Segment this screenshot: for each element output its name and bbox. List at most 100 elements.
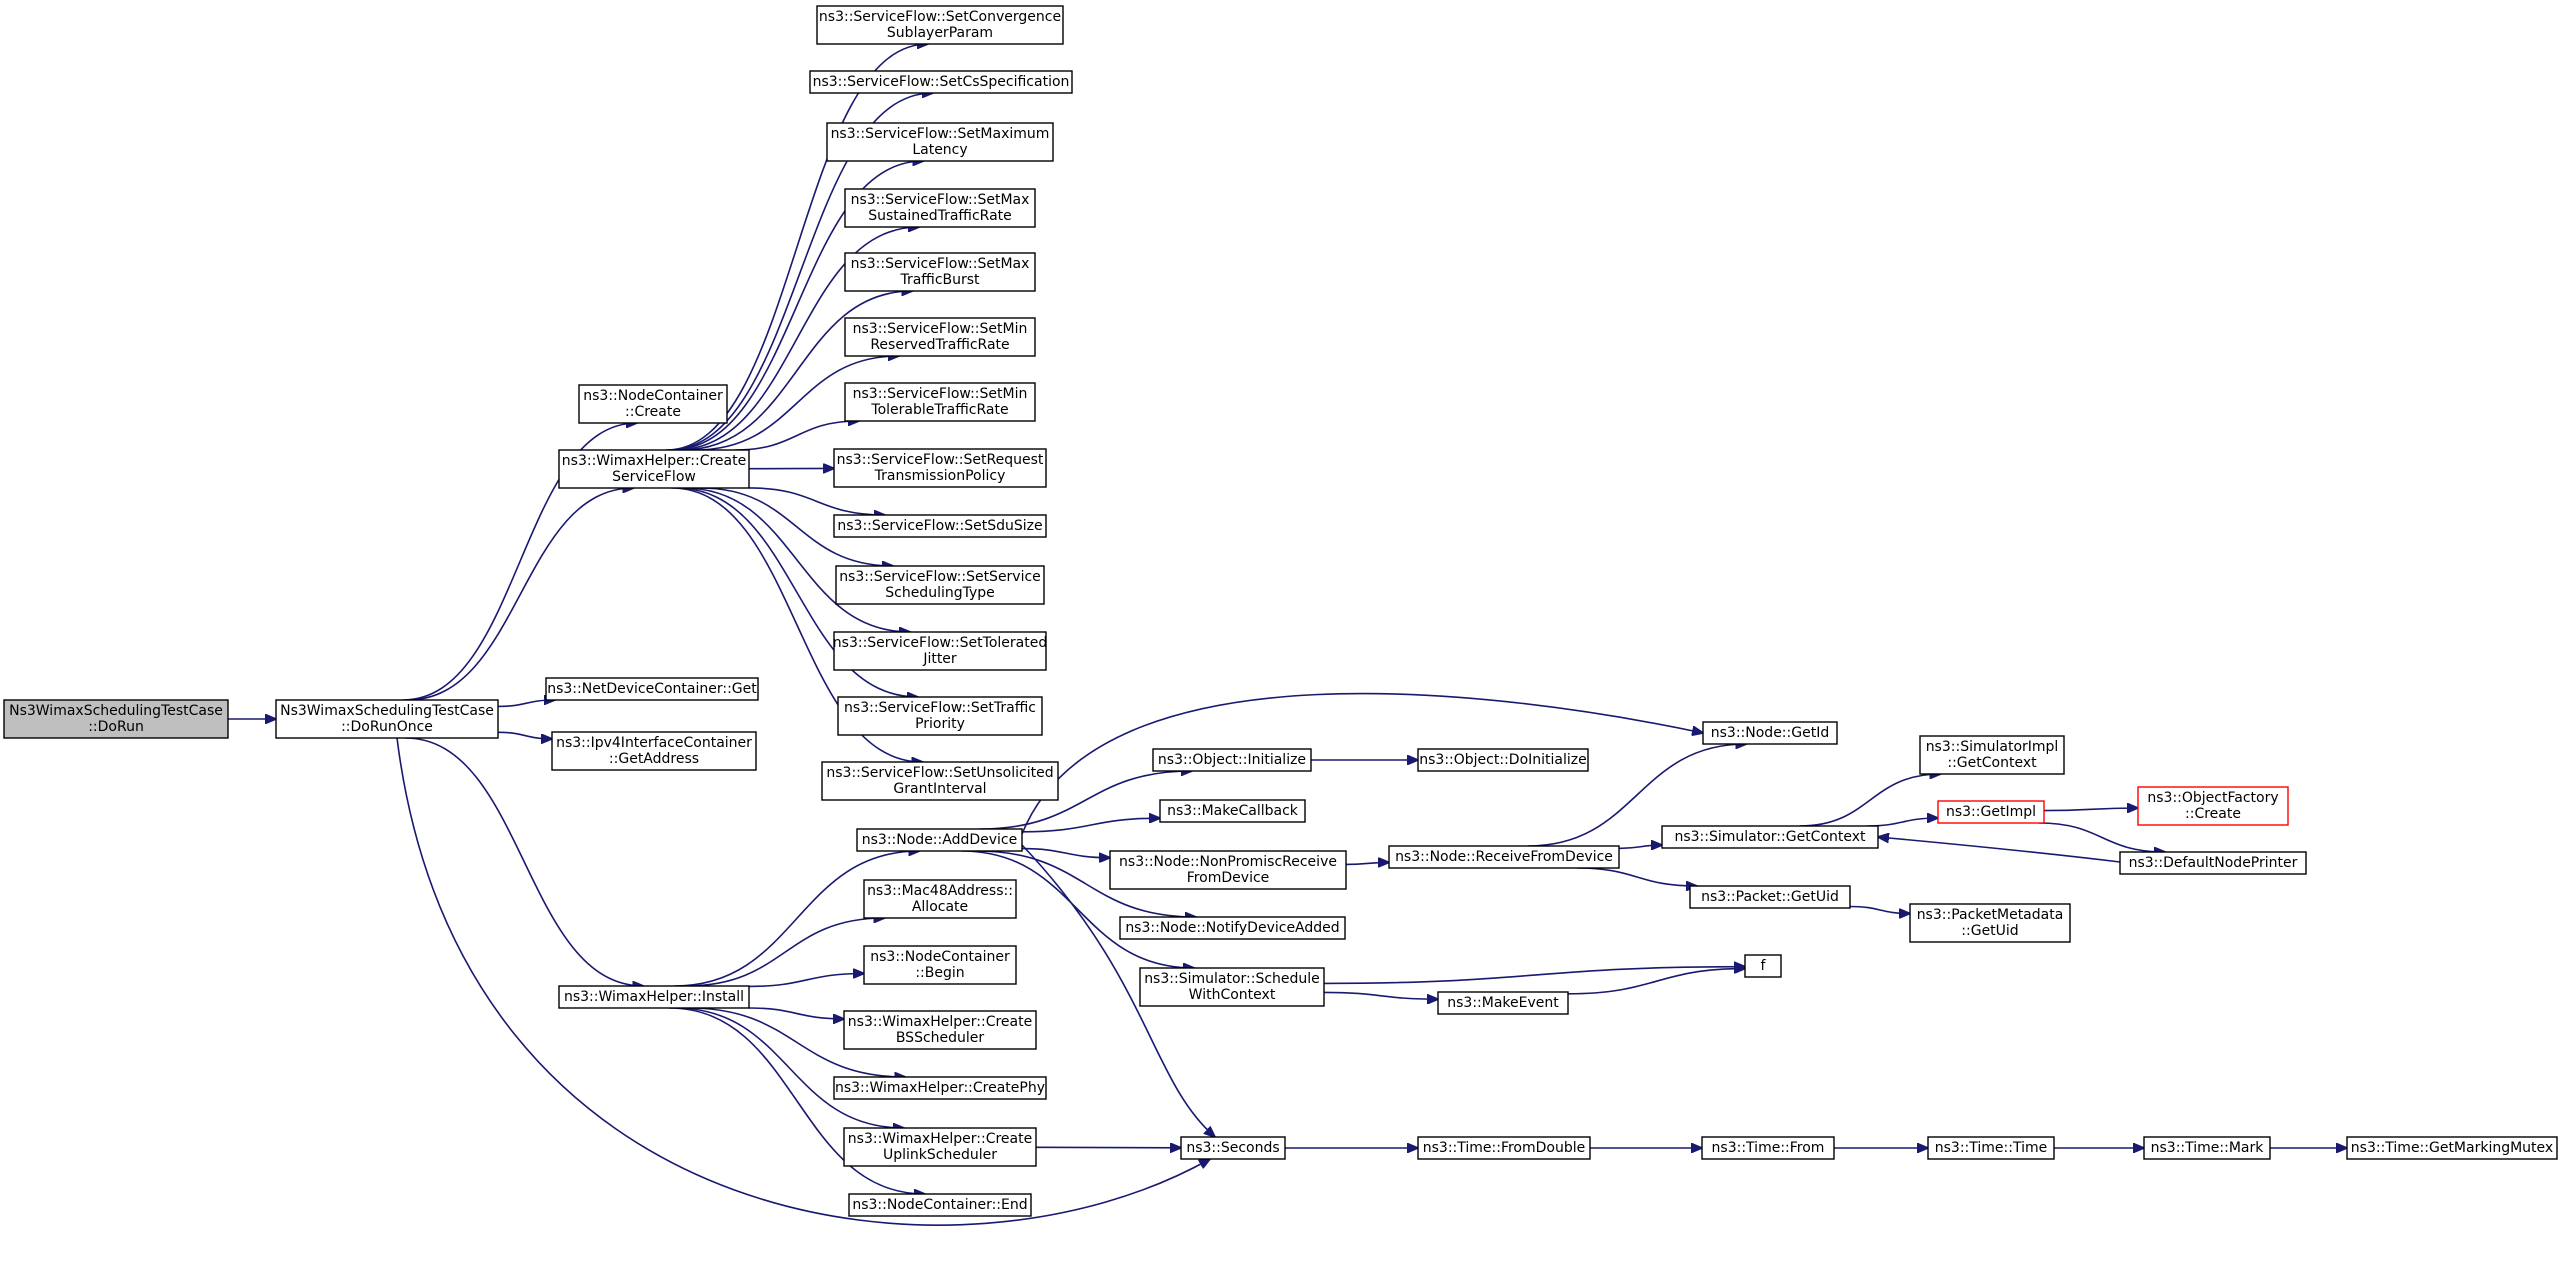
node-sfMinRes[interactable]: ns3::ServiceFlow::SetMinReservedTrafficR…	[844, 317, 1036, 357]
node-doRunOnce[interactable]: Ns3WimaxSchedulingTestCase::DoRunOnce	[275, 699, 499, 739]
node-box[interactable]	[837, 696, 1043, 736]
node-box[interactable]	[833, 631, 1047, 671]
node-box[interactable]	[1119, 916, 1346, 940]
node-box[interactable]	[1744, 954, 1782, 978]
node-box[interactable]	[863, 945, 1017, 985]
node-box[interactable]	[551, 731, 757, 771]
node-box[interactable]	[1909, 903, 2071, 943]
node-sfReq[interactable]: ns3::ServiceFlow::SetRequestTransmission…	[833, 448, 1047, 488]
node-box[interactable]	[1937, 800, 2045, 824]
node-getImpl[interactable]: ns3::GetImpl	[1937, 800, 2045, 824]
node-install[interactable]: ns3::WimaxHelper::Install	[558, 985, 750, 1009]
node-notifyAdd[interactable]: ns3::Node::NotifyDeviceAdded	[1119, 916, 1346, 940]
node-sfUnsol[interactable]: ns3::ServiceFlow::SetUnsolicitedGrantInt…	[821, 761, 1059, 801]
node-box[interactable]	[843, 1010, 1037, 1050]
node-box[interactable]	[835, 565, 1045, 605]
node-macAlloc[interactable]: ns3::Mac48Address::Allocate	[863, 879, 1017, 919]
node-box[interactable]	[863, 879, 1017, 919]
node-box[interactable]	[2143, 1136, 2271, 1160]
node-seconds[interactable]: ns3::Seconds	[1180, 1136, 1286, 1160]
node-box[interactable]	[816, 5, 1064, 45]
node-box[interactable]	[856, 828, 1023, 852]
node-box[interactable]	[844, 382, 1036, 422]
node-box[interactable]	[844, 317, 1036, 357]
node-createPhy[interactable]: ns3::WimaxHelper::CreatePhy	[833, 1076, 1047, 1100]
node-doInit[interactable]: ns3::Object::DoInitialize	[1417, 748, 1589, 772]
node-sfConv[interactable]: ns3::ServiceFlow::SetConvergenceSublayer…	[816, 5, 1064, 45]
node-box[interactable]	[2137, 786, 2289, 826]
node-objInit[interactable]: ns3::Object::Initialize	[1152, 748, 1312, 772]
node-sfSdu[interactable]: ns3::ServiceFlow::SetSduSize	[833, 514, 1047, 538]
node-timeMark[interactable]: ns3::Time::Mark	[2143, 1136, 2271, 1160]
node-box[interactable]	[1417, 748, 1589, 772]
node-box[interactable]	[1180, 1136, 1286, 1160]
node-box[interactable]	[545, 677, 759, 701]
node-box[interactable]	[826, 122, 1054, 162]
node-box[interactable]	[1417, 1136, 1591, 1160]
node-box[interactable]	[2119, 851, 2307, 875]
node-box[interactable]	[558, 985, 750, 1009]
node-box[interactable]	[833, 1076, 1047, 1100]
node-addDevice[interactable]: ns3::Node::AddDevice	[856, 828, 1023, 852]
node-root[interactable]: Ns3WimaxSchedulingTestCase::DoRun	[3, 699, 229, 739]
node-box[interactable]	[809, 70, 1073, 94]
node-box[interactable]	[844, 188, 1036, 228]
node-sfSched[interactable]: ns3::ServiceFlow::SetServiceSchedulingTy…	[835, 565, 1045, 605]
node-ncBegin[interactable]: ns3::NodeContainer::Begin	[863, 945, 1017, 985]
node-sfCs[interactable]: ns3::ServiceFlow::SetCsSpecification	[809, 70, 1073, 94]
node-f[interactable]: f	[1744, 954, 1782, 978]
node-box[interactable]	[1437, 991, 1569, 1015]
node-ncEnd[interactable]: ns3::NodeContainer::End	[848, 1193, 1032, 1217]
node-box[interactable]	[821, 761, 1059, 801]
node-ipv4Get[interactable]: ns3::Ipv4InterfaceContainer::GetAddress	[551, 731, 757, 771]
node-mutex[interactable]: ns3::Time::GetMarkingMutex	[2346, 1136, 2558, 1160]
node-box[interactable]	[1702, 721, 1838, 745]
node-box[interactable]	[2346, 1136, 2558, 1160]
node-sfMaxSus[interactable]: ns3::ServiceFlow::SetMaxSustainedTraffic…	[844, 188, 1036, 228]
node-box[interactable]	[1701, 1136, 1835, 1160]
node-box[interactable]	[1139, 967, 1325, 1007]
node-recvFrom[interactable]: ns3::Node::ReceiveFromDevice	[1388, 845, 1620, 869]
node-simImplCtx[interactable]: ns3::SimulatorImpl::GetContext	[1919, 735, 2065, 775]
node-getCtx[interactable]: ns3::Simulator::GetContext	[1661, 825, 1879, 849]
node-objFactory[interactable]: ns3::ObjectFactory::Create	[2137, 786, 2289, 826]
node-timeFrom[interactable]: ns3::Time::From	[1701, 1136, 1835, 1160]
node-sfMinTol[interactable]: ns3::ServiceFlow::SetMinTolerableTraffic…	[844, 382, 1036, 422]
node-box[interactable]	[1689, 885, 1851, 909]
node-box[interactable]	[1388, 845, 1620, 869]
node-box[interactable]	[275, 699, 499, 739]
node-defPrinter[interactable]: ns3::DefaultNodePrinter	[2119, 851, 2307, 875]
node-box[interactable]	[558, 449, 750, 489]
node-box[interactable]	[578, 384, 728, 424]
node-box[interactable]	[833, 514, 1047, 538]
node-box[interactable]	[844, 252, 1036, 292]
node-box[interactable]	[1159, 799, 1306, 823]
node-box[interactable]	[1919, 735, 2065, 775]
node-timeTime[interactable]: ns3::Time::Time	[1927, 1136, 2055, 1160]
node-makeEvent[interactable]: ns3::MakeEvent	[1437, 991, 1569, 1015]
node-box[interactable]	[1109, 850, 1347, 890]
node-ndcGet[interactable]: ns3::NetDeviceContainer::Get	[545, 677, 759, 701]
node-box[interactable]	[1152, 748, 1312, 772]
node-box[interactable]	[843, 1127, 1037, 1167]
node-getId[interactable]: ns3::Node::GetId	[1702, 721, 1838, 745]
node-box[interactable]	[833, 448, 1047, 488]
node-ncCreate[interactable]: ns3::NodeContainer::Create	[578, 384, 728, 424]
node-box[interactable]	[3, 699, 229, 739]
node-pmGetUid[interactable]: ns3::PacketMetadata::GetUid	[1909, 903, 2071, 943]
node-getUid[interactable]: ns3::Packet::GetUid	[1689, 885, 1851, 909]
node-box[interactable]	[1661, 825, 1879, 849]
node-box[interactable]	[848, 1193, 1032, 1217]
node-makeCb[interactable]: ns3::MakeCallback	[1159, 799, 1306, 823]
node-box[interactable]	[1927, 1136, 2055, 1160]
node-fromDouble[interactable]: ns3::Time::FromDouble	[1417, 1136, 1591, 1160]
